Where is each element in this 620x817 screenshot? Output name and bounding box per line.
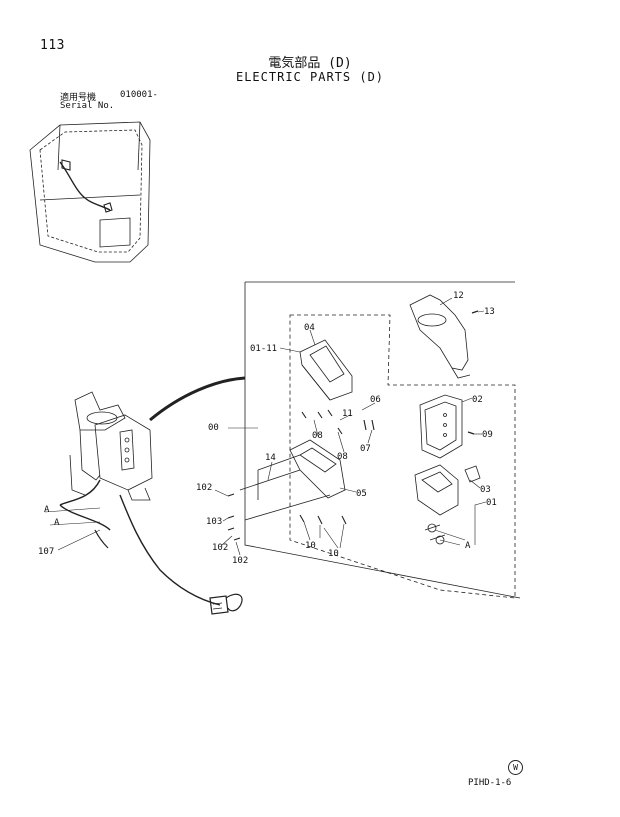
wire-harness: [44, 479, 243, 615]
callout-06: 06: [370, 395, 381, 405]
page-number: 113: [40, 38, 65, 53]
callout-107: 107: [38, 547, 54, 557]
watermark-symbol: W: [508, 760, 523, 775]
callout-a-left-1: A: [44, 505, 50, 515]
page-title-english: ELECTRIC PARTS (D): [235, 70, 385, 84]
part-02-monitor: [419, 394, 475, 459]
part-05-base: [239, 439, 346, 521]
cab-location-sketch: [29, 121, 151, 263]
callout-labels: 12 13 04 01-11 02 06 11 08 08 07 09 00 1…: [38, 291, 497, 566]
footer-code: PIHD-1-6: [468, 778, 512, 788]
callout-13: 13: [484, 307, 495, 317]
callout-14: 14: [265, 453, 276, 463]
callout-102-b: 102: [212, 543, 228, 553]
callout-09: 09: [482, 430, 493, 440]
callout-10-a: 10: [305, 541, 316, 551]
arc-pointer: [149, 376, 246, 422]
part-12-cover: [409, 294, 479, 379]
callout-102-a: 102: [196, 483, 212, 493]
callout-a-right: A: [465, 541, 471, 551]
detail-frame: [244, 281, 521, 599]
callout-103: 103: [206, 517, 222, 527]
page-title-japanese: 電気部品 (D): [268, 56, 352, 71]
callout-04: 04: [304, 323, 315, 333]
subassembly-dashed-frame: [289, 314, 516, 599]
callout-03: 03: [480, 485, 491, 495]
callout-00: 00: [208, 423, 219, 433]
callout-02: 02: [472, 395, 483, 405]
callout-10-b: 10: [328, 549, 339, 559]
fasteners: [227, 409, 375, 541]
callout-12: 12: [453, 291, 464, 301]
callout-a-left-2: A: [54, 518, 60, 528]
callout-01-11: 01-11: [250, 344, 277, 354]
part-03-bracket: [414, 464, 481, 545]
serial-label-english: Serial No.: [60, 101, 115, 111]
callout-102-c: 102: [232, 556, 248, 566]
serial-value: 010001-: [120, 90, 158, 100]
callout-08-b: 08: [337, 452, 348, 462]
part-04-tray: [299, 339, 353, 401]
callout-01: 01: [486, 498, 497, 508]
serial-label-japanese: 適用号機: [60, 93, 97, 103]
callout-07: 07: [360, 444, 371, 454]
callout-11: 11: [342, 409, 353, 419]
leader-lines: [57, 297, 487, 556]
callout-08-a: 08: [312, 431, 323, 441]
console-assembly-left: [69, 391, 153, 501]
callout-05: 05: [356, 489, 367, 499]
